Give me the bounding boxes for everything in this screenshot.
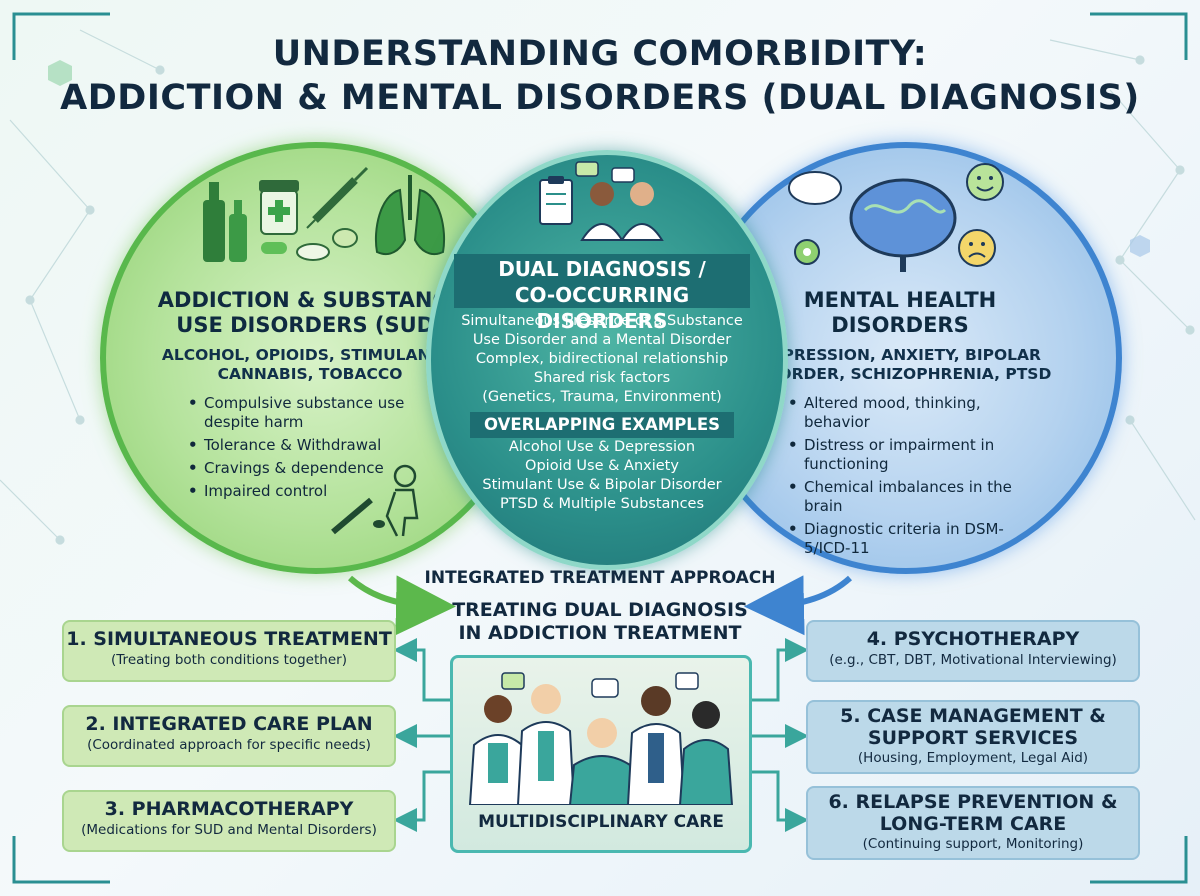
blue-arrow xyxy=(744,575,853,636)
person-smoking-icon xyxy=(331,464,419,537)
mental-bullet: Distress or impairment in functioning xyxy=(786,436,1026,474)
treatment-title: 3. PHARMACOTHERAPY xyxy=(104,798,354,820)
treatment-title: 2. INTEGRATED CARE PLAN xyxy=(85,713,373,735)
sud-substances-line2: CANNABIS, TOBACCO xyxy=(217,365,403,383)
treatment-sub: (e.g., CBT, DBT, Motivational Interviewi… xyxy=(829,652,1117,668)
treatment-sub: (Medications for SUD and Mental Disorder… xyxy=(81,822,377,838)
example-item: Alcohol Use & Depression xyxy=(508,439,696,455)
dual-icons xyxy=(539,161,664,241)
multidisciplinary-care-label: MULTIDISCIPLINARY CARE xyxy=(478,812,724,832)
sud-icons xyxy=(203,166,446,262)
mental-bullet: Altered mood, thinking, behavior xyxy=(786,394,1026,432)
syringe-icon xyxy=(306,166,369,229)
mental-types-line1: DEPRESSION, ANXIETY, BIPOLAR xyxy=(759,346,1041,364)
treatment-title: 1. SIMULTANEOUS TREATMENT xyxy=(66,628,392,650)
examples-list: Alcohol Use & Depression Opioid Use & An… xyxy=(454,438,750,514)
care-team-icon xyxy=(468,672,734,805)
gears-icon xyxy=(794,239,820,265)
sud-bullet: Cravings & dependence xyxy=(186,459,406,478)
mental-bullet-list: Altered mood, thinking, behavior Distres… xyxy=(786,394,1026,562)
sud-bullet-list: Compulsive substance use despite harm To… xyxy=(186,394,406,505)
mental-icons xyxy=(788,163,1004,272)
treatment-title: LONG-TERM CARE xyxy=(879,813,1067,835)
sud-heading-line2: USE DISORDERS (SUD) xyxy=(176,313,444,337)
treatment-title: 5. CASE MANAGEMENT & xyxy=(840,705,1106,727)
sud-bullet: Tolerance & Withdrawal xyxy=(186,436,406,455)
green-arrow xyxy=(347,575,456,636)
happy-face-icon xyxy=(966,163,1004,201)
treatment-sub: (Continuing support, Monitoring) xyxy=(862,836,1084,852)
treatment-sub: (Coordinated approach for specific needs… xyxy=(87,737,371,753)
chat-bubbles-icon xyxy=(575,161,635,183)
thought-cloud-icon xyxy=(788,171,842,205)
mental-types-line2: DISORDER, SCHIZOPHRENIA, PTSD xyxy=(748,365,1052,383)
mental-bullet: Chemical imbalances in the brain xyxy=(786,478,1026,516)
sud-substances-line1: ALCOHOL, OPIOIDS, STIMULANTS, xyxy=(161,346,459,364)
treatment-box-4: 4. PSYCHOTHERAPY (e.g., CBT, DBT, Motiva… xyxy=(806,620,1140,682)
dual-line: (Genetics, Trauma, Environment) xyxy=(482,389,722,405)
dual-line: Complex, bidirectional relationship xyxy=(475,351,729,367)
treatment-title: 4. PSYCHOTHERAPY xyxy=(866,628,1080,650)
pill-bottle-icon xyxy=(259,180,299,235)
treatment-title: 6. RELAPSE PREVENTION & xyxy=(828,791,1118,813)
page-title-line1: UNDERSTANDING COMORBIDITY: xyxy=(272,34,928,74)
lungs-icon xyxy=(374,175,446,256)
sud-bullet: Compulsive substance use despite harm xyxy=(186,394,406,432)
treatment-box-1: 1. SIMULTANEOUS TREATMENT (Treating both… xyxy=(62,620,396,682)
sad-face-icon xyxy=(958,229,996,267)
treatment-box-2: 2. INTEGRATED CARE PLAN (Coordinated app… xyxy=(62,705,396,767)
dual-line: Shared risk factors xyxy=(533,370,671,386)
dual-heading-line1: DUAL DIAGNOSIS / xyxy=(498,257,706,281)
dual-diagnosis-circle xyxy=(426,150,788,570)
dual-heading-line2: CO-OCCURRING DISORDERS xyxy=(514,283,690,333)
example-item: Stimulant Use & Bipolar Disorder xyxy=(482,477,722,493)
treatment-box-6: 6. RELAPSE PREVENTION & LONG-TERM CARE (… xyxy=(806,786,1140,860)
mental-heading-line1: MENTAL HEALTH xyxy=(803,288,997,312)
sud-bullet: Impaired control xyxy=(186,482,406,501)
treatment-box-5: 5. CASE MANAGEMENT & SUPPORT SERVICES (H… xyxy=(806,700,1140,774)
treatment-sub: (Treating both conditions together) xyxy=(111,652,347,668)
dual-line: Use Disorder and a Mental Disorder xyxy=(472,332,732,348)
brain-icon xyxy=(849,178,957,272)
treating-heading-line1: TREATING DUAL DIAGNOSIS xyxy=(452,599,748,621)
integrated-approach-label: INTEGRATED TREATMENT APPROACH xyxy=(424,568,776,588)
treatment-sub: (Housing, Employment, Legal Aid) xyxy=(857,750,1089,766)
clipboard-icon xyxy=(539,176,573,225)
bottles-icon xyxy=(203,182,247,262)
treatment-box-3: 3. PHARMACOTHERAPY (Medications for SUD … xyxy=(62,790,396,852)
doctors-icon xyxy=(580,182,664,241)
page-title-line2: ADDICTION & MENTAL DISORDERS (DUAL DIAGN… xyxy=(60,78,1140,118)
pills-icon xyxy=(261,228,358,261)
example-item: Opioid Use & Anxiety xyxy=(525,458,679,474)
mental-bullet: Diagnostic criteria in DSM-5/ICD-11 xyxy=(786,520,1026,558)
mental-heading-line2: DISORDERS xyxy=(831,313,969,337)
treating-heading-line2: IN ADDICTION TREATMENT xyxy=(458,622,742,644)
examples-heading: OVERLAPPING EXAMPLES xyxy=(470,412,734,438)
dual-line: Simultaneous Presence of a Substance xyxy=(461,313,743,329)
dual-description: Simultaneous Presence of a Substance Use… xyxy=(444,312,760,407)
sud-heading-line1: ADDICTION & SUBSTANCE xyxy=(157,288,463,312)
example-item: PTSD & Multiple Substances xyxy=(499,496,705,512)
treatment-title: SUPPORT SERVICES xyxy=(867,727,1079,749)
dual-heading-band: DUAL DIAGNOSIS / CO-OCCURRING DISORDERS xyxy=(454,254,750,333)
